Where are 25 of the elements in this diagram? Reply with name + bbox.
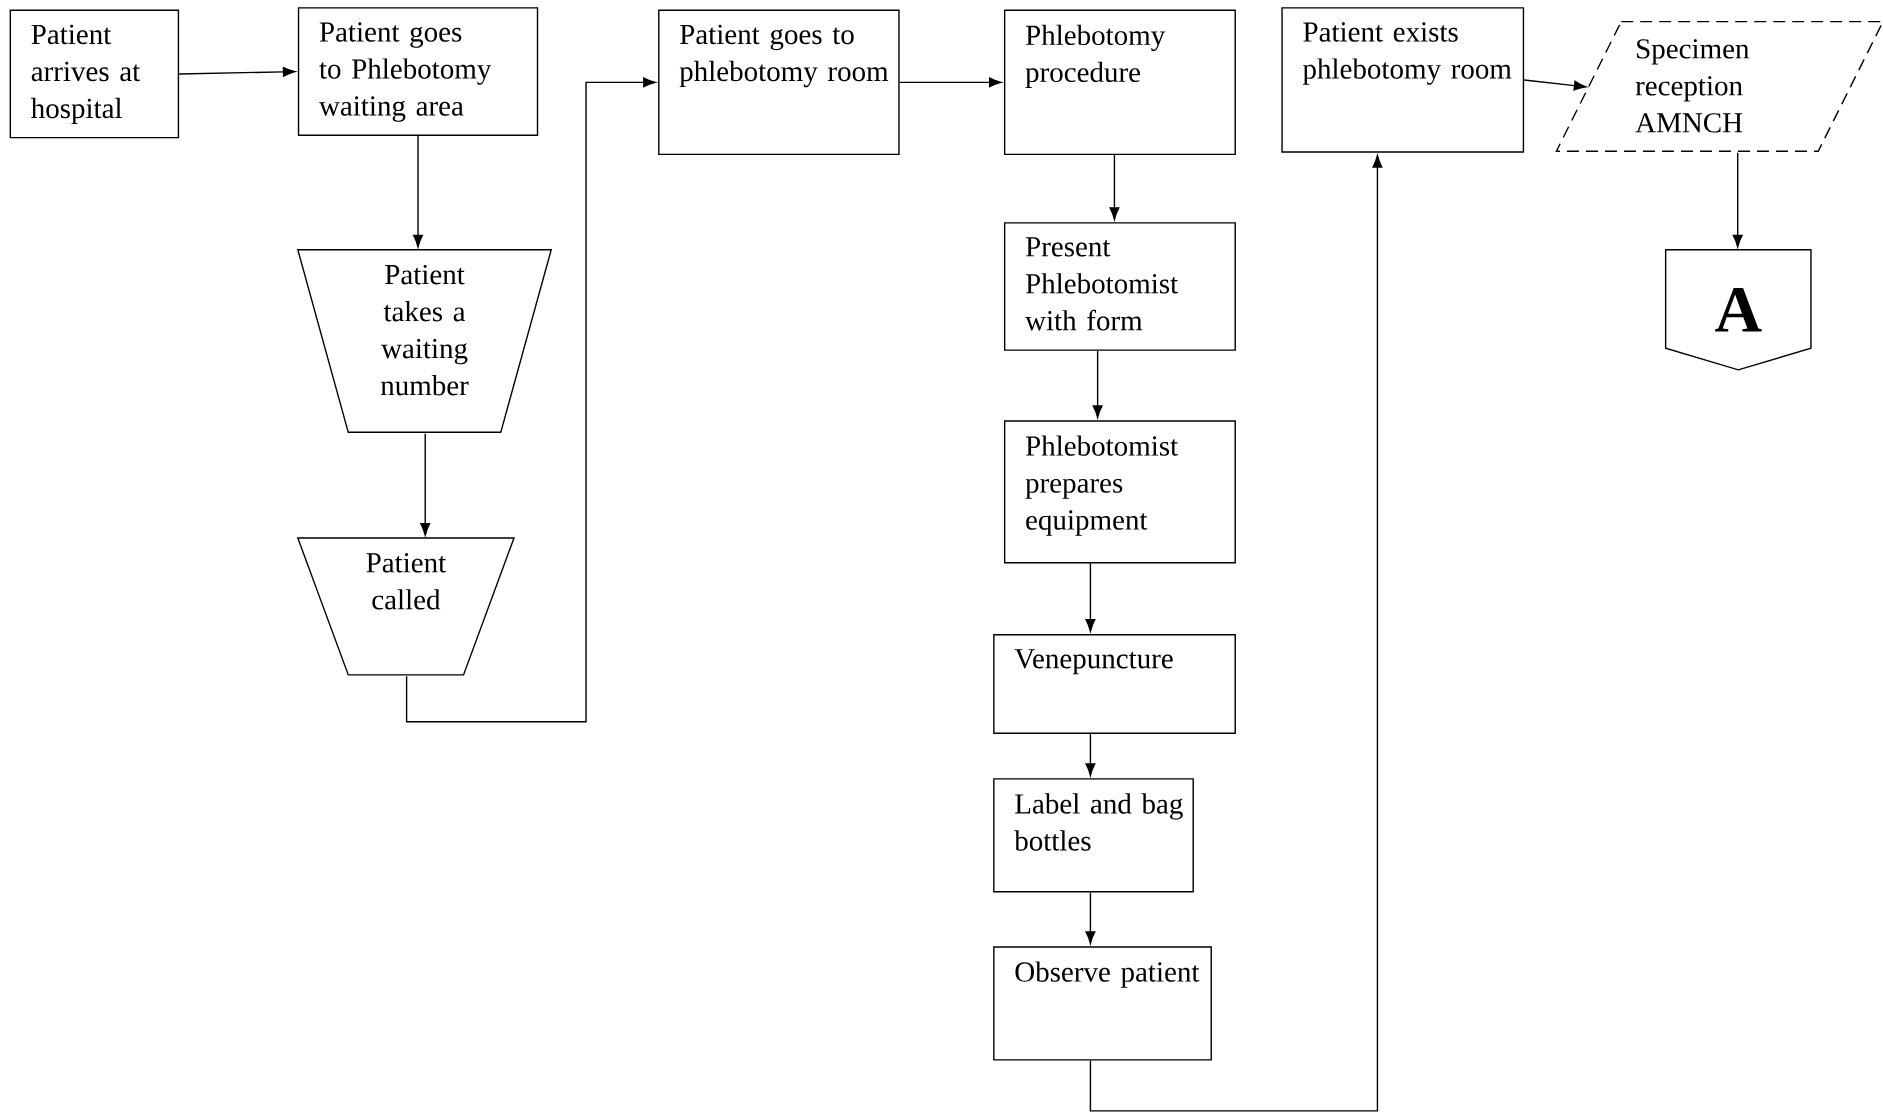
arrow bbox=[898, 77, 1002, 88]
process-box: Patient arrives at hospital bbox=[9, 9, 180, 139]
process-box: Present Phlebotomist with form bbox=[1003, 222, 1236, 351]
arrow bbox=[1732, 152, 1743, 248]
arrow bbox=[1085, 562, 1096, 632]
process-box: Patient exists phlebotomy room bbox=[1281, 7, 1525, 153]
arrow bbox=[405, 77, 656, 723]
process-box: Observe patient bbox=[993, 946, 1212, 1061]
process-box: Label and bag bottles bbox=[993, 778, 1194, 893]
arrow bbox=[178, 66, 296, 77]
parallelogram-box: Specimen reception AMNCH bbox=[1555, 20, 1883, 152]
arrow bbox=[1523, 79, 1587, 91]
off-page-connector: A bbox=[1664, 249, 1812, 371]
arrow bbox=[1109, 154, 1120, 220]
arrow bbox=[1085, 891, 1096, 945]
arrow bbox=[1089, 154, 1383, 1112]
arrow bbox=[1085, 733, 1096, 776]
arrow bbox=[1092, 350, 1103, 419]
process-box: Patient goes to phlebotomy room bbox=[658, 9, 900, 156]
arrow bbox=[413, 135, 423, 248]
process-box: Phlebotomy procedure bbox=[1003, 9, 1236, 156]
process-box: Phlebotomist prepares equipment bbox=[1003, 420, 1236, 564]
process-box: Venepuncture bbox=[993, 634, 1236, 734]
arrow bbox=[420, 433, 431, 536]
process-box: Patient goes to Phlebotomy waiting area bbox=[297, 7, 539, 136]
